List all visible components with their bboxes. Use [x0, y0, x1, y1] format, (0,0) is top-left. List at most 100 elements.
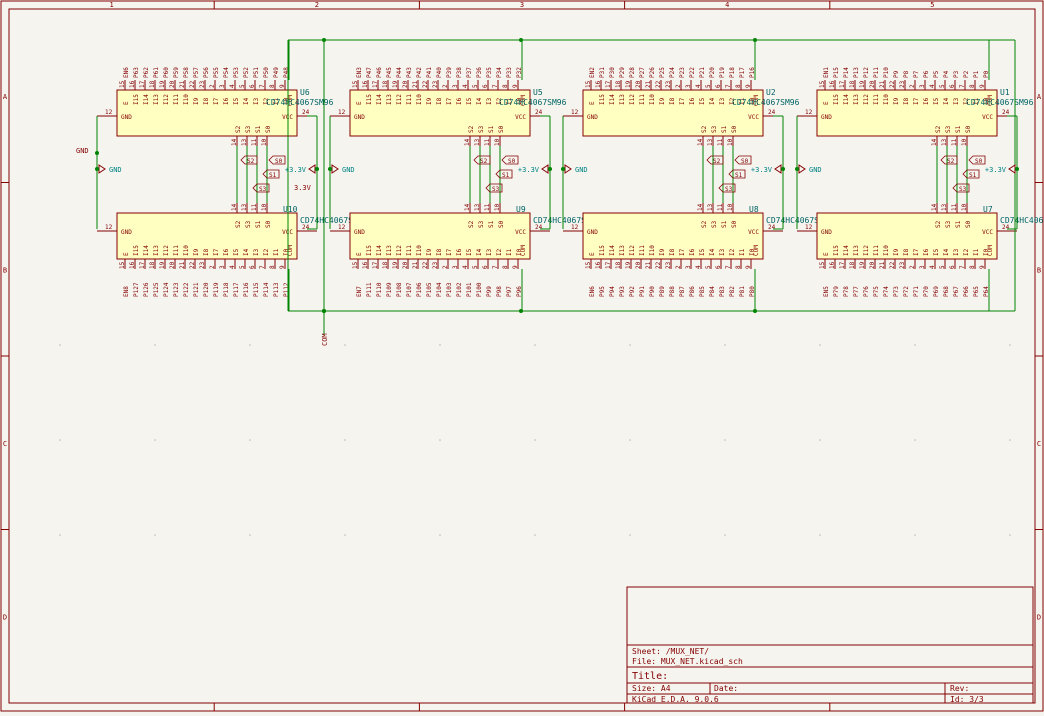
chip-pin-number: 3	[452, 84, 459, 88]
chip-net-label: P108	[396, 282, 403, 297]
select-label: S1	[502, 172, 510, 179]
chip-pin-name: I15	[133, 94, 140, 105]
chip-body	[349, 212, 531, 260]
chip-pin-select: S3	[478, 125, 485, 133]
chip-pin-number: 11	[717, 138, 724, 146]
chip-value: CD74HC4067SM96	[300, 216, 368, 225]
mux-chip-u10: E15EN8I1516P127I1417P126I1318P125I1219P1…	[97, 203, 368, 297]
chip-net-label: P122	[183, 282, 190, 297]
select-flag	[968, 155, 986, 165]
chip-pin-name: I7	[446, 248, 453, 256]
chip-pin-number: 22	[889, 261, 896, 269]
chip-value: CD74HC4067SM96	[732, 98, 800, 107]
chip-pin-select: S0	[498, 125, 505, 133]
chip-pin-number: 17	[605, 80, 612, 88]
chip-pin-number: 18	[382, 80, 389, 88]
chip-pin-name: I13	[153, 94, 160, 105]
chip-pin-name: I13	[153, 245, 160, 256]
chip-net-label: P71	[913, 286, 920, 297]
chip-net-label: P74	[883, 286, 890, 297]
grid-dot	[534, 439, 536, 441]
chip-pin-name: I7	[213, 248, 220, 256]
chip-pin-name: I15	[599, 94, 606, 105]
gnd-power-label: GND	[342, 166, 355, 174]
chip-net-label: P90	[649, 286, 656, 297]
chip-pin-name: I10	[183, 94, 190, 105]
vcc-power-label: +3.3V	[985, 166, 1007, 174]
chip-pin-name: I13	[853, 245, 860, 256]
chip-pin-name: I2	[496, 248, 503, 256]
chip-pin-name: I8	[669, 97, 676, 105]
frame-col-label: 3	[520, 1, 524, 9]
mux-chip-u1: E15EN1I1516P15I1417P14I1318P13I1219P12I1…	[797, 67, 1034, 146]
gnd-symbol	[798, 164, 806, 174]
chip-pin-name: I7	[213, 97, 220, 105]
chip-pin-number: 16	[362, 80, 369, 88]
chip-pin-select: S2	[701, 220, 708, 228]
chip-value: CD74HC4067SM96	[499, 98, 567, 107]
frame-row-label: B	[3, 266, 7, 274]
chip-pin-number: 14	[931, 203, 938, 211]
select-flag	[940, 155, 958, 165]
chip-net-label: P79	[833, 286, 840, 297]
chip-pin-name: I12	[629, 94, 636, 105]
grid-dot	[724, 439, 726, 441]
chip-pin-number: 12	[105, 109, 113, 116]
chip-pin-number: 20	[402, 80, 409, 88]
chip-pin-name: I9	[426, 97, 433, 105]
chip-net-label: P67	[953, 286, 960, 297]
chip-pin-name: I4	[943, 248, 950, 256]
chip-pin-name: I15	[833, 94, 840, 105]
chip-pin-number: 2	[442, 84, 449, 88]
chip-pin-select: S3	[945, 220, 952, 228]
chip-pin-gnd: GND	[354, 114, 365, 121]
chip-pin-number: 12	[571, 109, 579, 116]
chip-pin-name: I10	[883, 245, 890, 256]
chip-pin-select: S1	[255, 220, 262, 228]
grid-dot	[154, 344, 156, 346]
chip-pin-number: 12	[338, 109, 346, 116]
frame-col-label: 5	[930, 1, 934, 9]
select-flag	[706, 155, 724, 165]
chip-pin-name: I12	[629, 245, 636, 256]
mux-chip-u8: E15EN6I1516P95I1417P94I1318P93I1219P92I1…	[563, 203, 834, 297]
chip-pin-number: 9	[279, 265, 286, 269]
grid-dot	[534, 534, 536, 536]
chip-pin-name: I9	[659, 248, 666, 256]
chip-pin-name: I3	[719, 97, 726, 105]
grid-dot	[249, 534, 251, 536]
grid-dot	[154, 534, 156, 536]
chip-pin-number: 6	[949, 265, 956, 269]
chip-pin-select: S1	[255, 125, 262, 133]
chip-pin-number: 9	[979, 265, 986, 269]
chip-pin-name: I5	[466, 97, 473, 105]
chip-pin-number: 4	[695, 265, 702, 269]
select-label: S0	[275, 158, 283, 165]
chip-pin-number: 13	[474, 203, 481, 211]
chip-net-label: P126	[143, 282, 150, 297]
chip-pin-name: I0	[516, 97, 523, 105]
chip-pin-number: 7	[959, 84, 966, 88]
chip-pin-name: I10	[183, 245, 190, 256]
chip-pin-number: 18	[615, 80, 622, 88]
chip-net-label: P75	[873, 286, 880, 297]
chip-pin-number: 18	[382, 261, 389, 269]
chip-pin-gnd: GND	[354, 229, 365, 236]
chip-pin-number: 14	[697, 203, 704, 211]
chip-pin-number: 3	[919, 84, 926, 88]
chip-pin-number: 19	[859, 80, 866, 88]
chip-net-label: P78	[843, 286, 850, 297]
grid-dot	[59, 439, 61, 441]
chip-pin-number: 23	[432, 80, 439, 88]
chip-pin-name: I6	[223, 97, 230, 105]
chip-net-label: P43	[406, 67, 413, 78]
chip-net-label: EN6	[589, 286, 596, 297]
chip-pin-name: I11	[639, 245, 646, 256]
chip-net-label: P13	[853, 67, 860, 78]
chip-net-label: P23	[679, 67, 686, 78]
frame-row-label: D	[3, 613, 7, 621]
chip-pin-number: 11	[484, 203, 491, 211]
select-label: S3	[725, 186, 733, 193]
chip-pin-number: 17	[839, 261, 846, 269]
chip-pin-number: 15	[352, 261, 359, 269]
